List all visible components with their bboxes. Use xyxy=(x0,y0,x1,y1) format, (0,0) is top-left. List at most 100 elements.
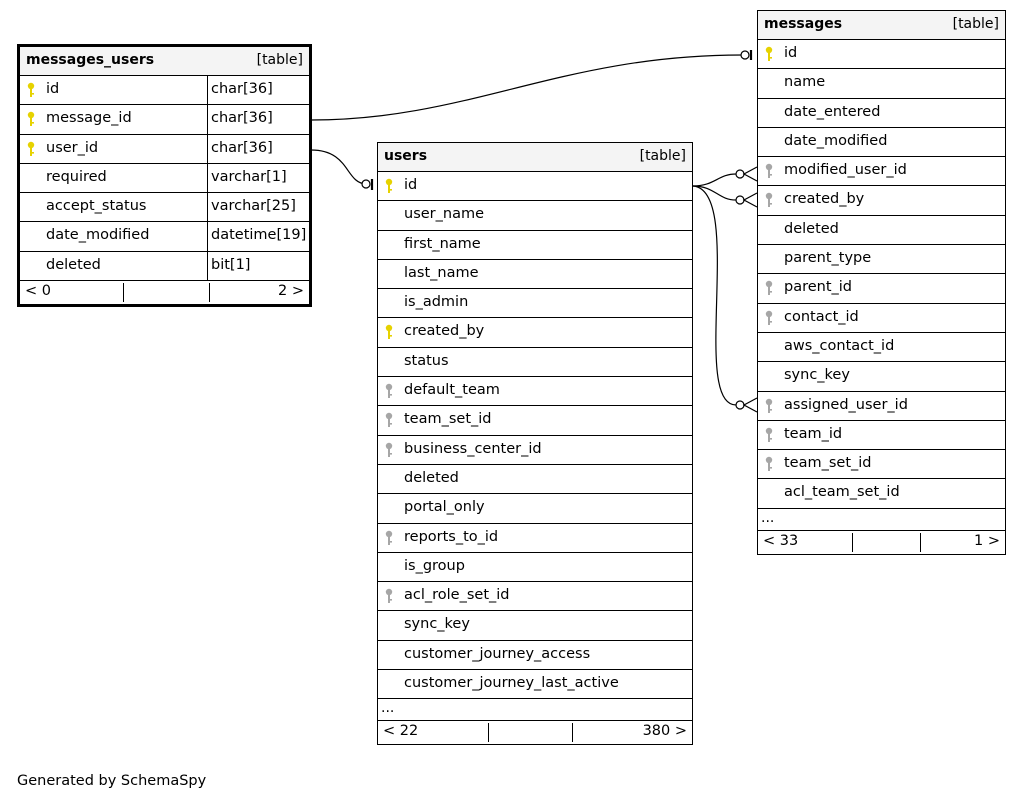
foreign-key-icon xyxy=(384,442,396,458)
foreign-key-icon xyxy=(764,192,776,208)
edge-message-id-to-messages-id xyxy=(310,54,743,121)
column-name: user_id xyxy=(46,139,99,156)
column-name: id xyxy=(46,81,60,97)
crows-foot-marker xyxy=(742,397,758,413)
column-row[interactable]: aws_contact_id xyxy=(758,333,1005,363)
column-row[interactable]: customer_journey_last_active xyxy=(378,670,692,700)
column-name: date_modified xyxy=(784,132,888,149)
column-name: team_set_id xyxy=(404,411,492,428)
column-type: char[36] xyxy=(211,110,273,127)
column-row[interactable]: acl_role_set_id xyxy=(378,582,692,612)
foreign-key-icon xyxy=(764,163,776,179)
column-row[interactable]: assigned_user_id xyxy=(758,392,1005,421)
table-footer: < 0 2 > xyxy=(20,281,309,304)
column-row[interactable]: is_admin xyxy=(378,289,692,319)
foreign-key-icon xyxy=(384,383,396,399)
column-row[interactable]: user_id char[36] xyxy=(20,134,309,164)
column-divider xyxy=(207,76,208,105)
parents-count[interactable]: < 33 xyxy=(763,532,799,549)
footer-divider xyxy=(123,283,124,303)
column-name: acl_role_set_id xyxy=(404,587,510,604)
foreign-key-icon xyxy=(384,530,396,546)
column-divider xyxy=(207,251,208,281)
column-name: modified_user_id xyxy=(784,162,907,179)
column-row[interactable]: customer_journey_access xyxy=(378,641,692,671)
column-name: name xyxy=(784,74,826,91)
parents-count[interactable]: < 0 xyxy=(25,283,51,300)
column-row[interactable]: sync_key xyxy=(758,362,1005,392)
table-footer: < 33 1 > xyxy=(758,531,1005,554)
column-type: char[36] xyxy=(211,139,273,156)
parents-count[interactable]: < 22 xyxy=(383,723,419,740)
column-name: parent_id xyxy=(784,279,853,296)
column-divider xyxy=(207,222,208,251)
children-count[interactable]: 1 > xyxy=(974,532,1000,549)
edge-modified-user-id-to-users-id xyxy=(692,173,737,187)
crows-foot-marker xyxy=(742,192,758,208)
column-row[interactable]: reports_to_id xyxy=(378,524,692,553)
foreign-key-icon xyxy=(384,412,396,428)
column-row[interactable]: team_id xyxy=(758,421,1005,451)
column-row[interactable]: is_group xyxy=(378,553,692,583)
column-name: aws_contact_id xyxy=(784,337,895,354)
column-row[interactable]: team_set_id xyxy=(378,406,692,436)
column-name: created_by xyxy=(784,191,865,208)
footer-divider xyxy=(572,723,573,743)
generated-by-label: Generated by SchemaSpy xyxy=(17,773,207,789)
column-row[interactable]: id xyxy=(378,172,692,202)
column-name: user_name xyxy=(404,206,484,223)
column-row[interactable]: id xyxy=(758,40,1005,70)
column-type: varchar[25] xyxy=(211,198,296,215)
column-row[interactable]: created_by xyxy=(758,186,1005,216)
column-row[interactable]: message_id char[36] xyxy=(20,105,309,135)
column-row[interactable]: parent_id xyxy=(758,274,1005,304)
primary-key-icon xyxy=(26,141,38,157)
column-row[interactable]: sync_key xyxy=(378,611,692,641)
column-row[interactable]: user_name xyxy=(378,201,692,231)
column-name: sync_key xyxy=(404,616,470,633)
column-name: is_group xyxy=(404,557,465,574)
column-row[interactable]: team_set_id xyxy=(758,450,1005,480)
column-name: contact_id xyxy=(784,308,859,325)
column-type: varchar[1] xyxy=(211,168,287,185)
column-row[interactable]: modified_user_id xyxy=(758,157,1005,187)
column-row[interactable]: status xyxy=(378,348,692,378)
more-columns-ellipsis: ... xyxy=(761,509,775,526)
column-row[interactable]: last_name xyxy=(378,260,692,290)
column-row[interactable]: business_center_id xyxy=(378,436,692,465)
column-row[interactable]: created_by xyxy=(378,318,692,348)
foreign-key-icon xyxy=(764,398,776,414)
table-users[interactable]: users[table]id user_name first_name last_na… xyxy=(377,142,693,746)
column-row[interactable]: date_modified xyxy=(758,128,1005,158)
foreign-key-icon xyxy=(384,588,396,604)
column-name: last_name xyxy=(404,264,479,281)
children-count[interactable]: 2 > xyxy=(278,283,304,300)
column-row[interactable]: parent_type xyxy=(758,245,1005,275)
column-row[interactable]: name xyxy=(758,69,1005,99)
column-row[interactable]: default_team xyxy=(378,377,692,407)
children-count[interactable]: 380 > xyxy=(642,723,687,740)
column-row[interactable]: acl_team_set_id xyxy=(758,479,1005,509)
column-divider xyxy=(207,163,208,193)
column-row[interactable]: first_name xyxy=(378,231,692,260)
column-row[interactable]: deleted xyxy=(378,465,692,495)
table-header: users[table] xyxy=(378,143,692,172)
table-name: messages xyxy=(764,16,843,32)
column-row[interactable]: deleted xyxy=(758,216,1005,246)
table-name: users xyxy=(384,148,428,164)
column-divider xyxy=(207,193,208,222)
column-row[interactable]: contact_id xyxy=(758,304,1005,333)
column-name: reports_to_id xyxy=(404,528,499,545)
column-name: created_by xyxy=(404,323,485,340)
column-row[interactable]: portal_only xyxy=(378,494,692,524)
column-row[interactable]: date_entered xyxy=(758,99,1005,128)
column-name: message_id xyxy=(46,110,132,127)
column-name: date_entered xyxy=(784,103,881,120)
